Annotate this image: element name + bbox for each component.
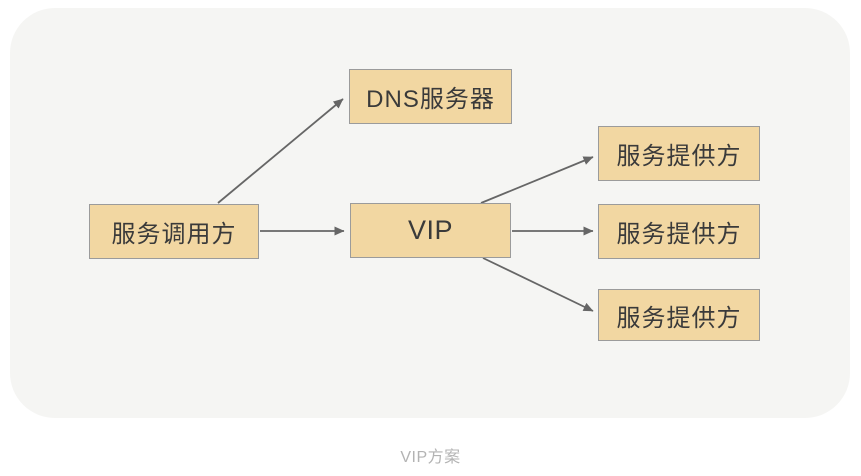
edge-vip-to-provider-1 <box>480 156 594 204</box>
node-vip: VIP <box>350 203 511 258</box>
node-service-provider-3: 服务提供方 <box>598 289 760 341</box>
diagram-canvas: 服务调用方 DNS服务器 VIP 服务提供方 服务提供方 服务提供方 <box>10 8 850 418</box>
node-service-provider-1: 服务提供方 <box>598 126 760 181</box>
edge-vip-to-provider-3 <box>482 257 594 312</box>
diagram-caption: VIP方案 <box>400 449 461 466</box>
node-dns-server: DNS服务器 <box>349 69 512 124</box>
node-service-provider-2: 服务提供方 <box>598 204 760 259</box>
node-service-caller: 服务调用方 <box>89 204 259 259</box>
edge-caller-to-dns <box>217 98 344 204</box>
